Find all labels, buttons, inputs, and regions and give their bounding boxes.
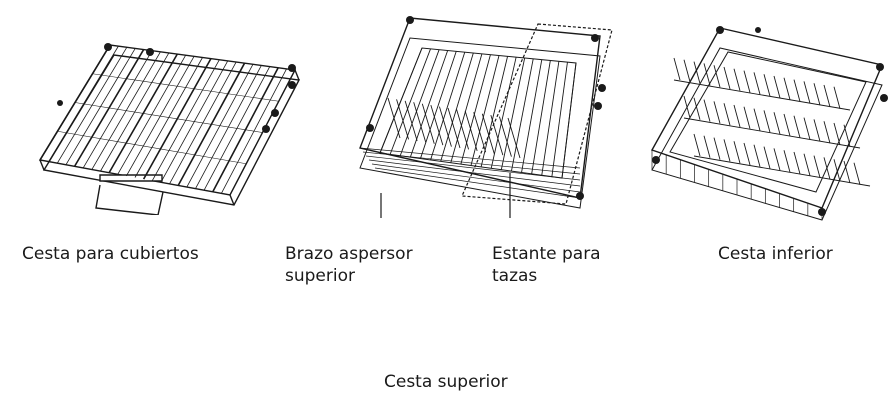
cup-shelf-label-line2: tazas [492,266,538,286]
upper-spray-arm-label: Brazo aspersor superior [285,243,413,287]
cutlery-basket-label: Cesta para cubiertos [22,244,199,264]
upper-spray-arm-label-line2: superior [285,266,355,286]
lower-basket-illustration [640,26,888,225]
upper-basket-label: Cesta superior [384,372,508,392]
cup-shelf-label: Estante para tazas [492,243,601,287]
upper-basket-illustration [340,16,620,218]
cup-shelf-label-line1: Estante para [492,244,601,264]
upper-spray-arm-label-line1: Brazo aspersor [285,244,413,264]
lower-basket-label: Cesta inferior [718,244,833,264]
cutlery-basket-illustration [30,43,310,215]
